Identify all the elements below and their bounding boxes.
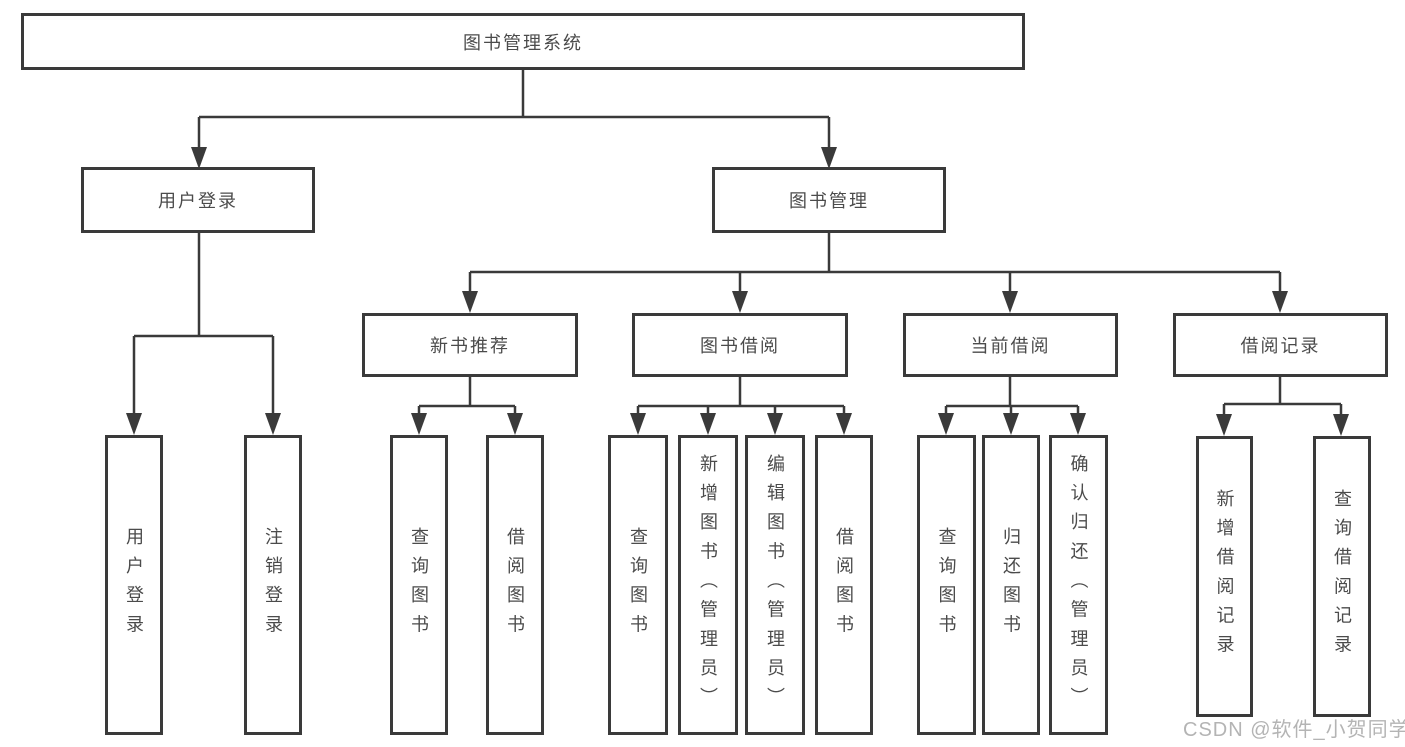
- leaf-query-borrow-record: 查询借阅记录: [1313, 436, 1371, 717]
- leaf-edit-books-admin-label: 编辑图书（管理员）: [765, 453, 785, 717]
- leaf-logout: 注销登录: [244, 435, 302, 735]
- leaf-borrow-books-1-label: 借阅图书: [505, 526, 525, 644]
- leaf-confirm-return-admin-label: 确认归还（管理员）: [1068, 453, 1089, 717]
- leaf-borrow-books-1: 借阅图书: [486, 435, 544, 735]
- node-user-login: 用户登录: [81, 167, 315, 233]
- node-book-borrowing-label: 图书借阅: [700, 336, 780, 356]
- node-root-label: 图书管理系统: [463, 32, 583, 53]
- leaf-user-login-label: 用户登录: [124, 526, 144, 644]
- node-current-borrowing-label: 当前借阅: [970, 336, 1051, 356]
- leaf-add-books-admin: 新增图书（管理员）: [678, 435, 738, 735]
- node-root: 图书管理系统: [21, 13, 1025, 70]
- leaf-logout-label: 注销登录: [263, 526, 283, 644]
- leaf-query-borrow-record-label: 查询借阅记录: [1332, 489, 1352, 664]
- node-new-book-recommend-label: 新书推荐: [430, 336, 510, 356]
- leaf-return-books: 归还图书: [982, 435, 1040, 735]
- leaf-query-books-1: 查询图书: [390, 435, 448, 735]
- arrowheads: [126, 147, 1349, 436]
- node-current-borrowing: 当前借阅: [903, 313, 1118, 377]
- node-new-book-recommend: 新书推荐: [362, 313, 578, 377]
- leaf-add-borrow-record-label: 新增借阅记录: [1214, 489, 1235, 664]
- node-book-management-label: 图书管理: [789, 191, 869, 211]
- node-user-login-label: 用户登录: [158, 191, 238, 211]
- leaf-borrow-books-2-label: 借阅图书: [834, 526, 854, 644]
- leaf-return-books-label: 归还图书: [1001, 526, 1021, 644]
- leaf-confirm-return-admin: 确认归还（管理员）: [1049, 435, 1108, 735]
- leaf-query-books-3: 查询图书: [917, 435, 976, 735]
- leaf-user-login: 用户登录: [105, 435, 163, 735]
- leaf-edit-books-admin: 编辑图书（管理员）: [745, 435, 805, 735]
- leaf-add-borrow-record: 新增借阅记录: [1196, 436, 1253, 717]
- leaf-add-books-admin-label: 新增图书（管理员）: [698, 453, 718, 717]
- leaf-query-books-2: 查询图书: [608, 435, 668, 735]
- node-borrowing-records: 借阅记录: [1173, 313, 1388, 377]
- node-book-management: 图书管理: [712, 167, 946, 233]
- node-borrowing-records-label: 借阅记录: [1240, 336, 1321, 356]
- node-book-borrowing: 图书借阅: [632, 313, 848, 377]
- leaf-query-books-3-label: 查询图书: [936, 526, 957, 644]
- watermark: CSDN @软件_小贺同学: [1183, 719, 1405, 741]
- leaf-query-books-2-label: 查询图书: [628, 526, 648, 644]
- leaf-query-books-1-label: 查询图书: [409, 526, 429, 644]
- leaf-borrow-books-2: 借阅图书: [815, 435, 873, 735]
